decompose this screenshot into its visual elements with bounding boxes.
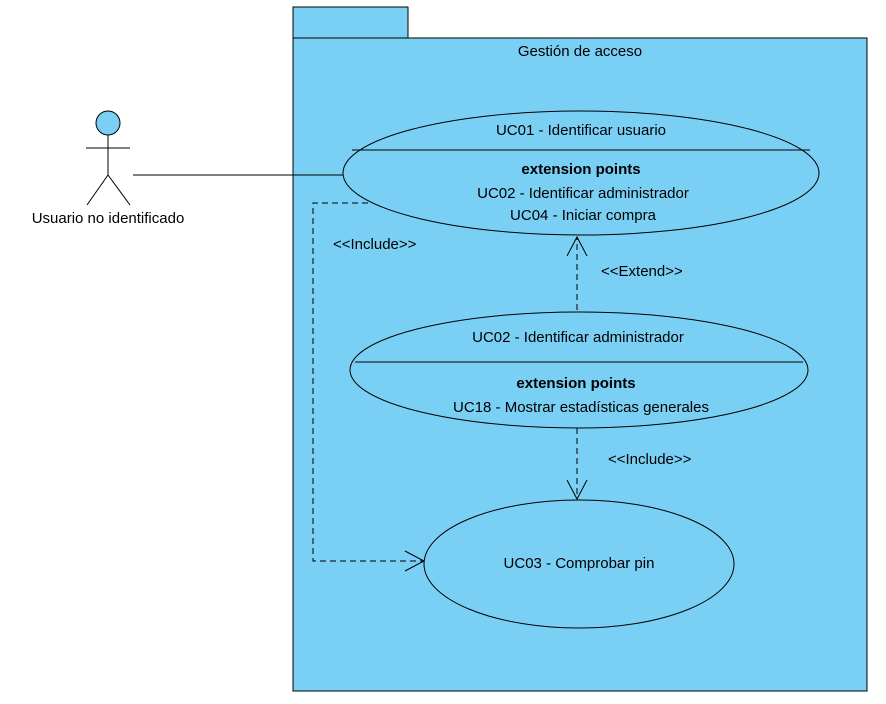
use-case-uc03[interactable]: UC03 - Comprobar pin: [423, 499, 735, 629]
uc02-name: UC02 - Identificar administrador: [472, 329, 684, 346]
extend-label: <<Extend>>: [601, 263, 683, 280]
actor-name: Usuario no identificado: [32, 210, 185, 227]
include-label-left: <<Include>>: [333, 236, 417, 253]
uc01-extension-point: UC04 - Iniciar compra: [510, 207, 657, 224]
extend-arrowhead: [566, 235, 588, 257]
uc03-name: UC03 - Comprobar pin: [504, 555, 655, 572]
include-arrowhead-right: [566, 479, 588, 501]
include-label-right: <<Include>>: [608, 451, 692, 468]
uc02-extension-point: UC18 - Mostrar estadísticas generales: [453, 399, 709, 416]
include-dashed-line: [312, 202, 423, 562]
actor-right-leg: [107, 174, 131, 206]
package-tab: [292, 6, 409, 39]
actor-left-leg: [86, 174, 109, 206]
uc02-extension-points-header: extension points: [516, 375, 635, 392]
uc03-ellipse: [423, 499, 735, 629]
uc01-name: UC01 - Identificar usuario: [496, 122, 666, 139]
package-title: Gestión de acceso: [518, 43, 642, 60]
use-case-uc02[interactable]: UC02 - Identificar administrador extensi…: [349, 311, 809, 429]
actor-usuario-no-identificado[interactable]: Usuario no identificado: [32, 110, 185, 227]
uc01-extension-points-header: extension points: [521, 161, 640, 178]
uc02-ellipse: [349, 311, 809, 429]
uc01-extension-point: UC02 - Identificar administrador: [477, 185, 689, 202]
uc01-ellipse: [342, 110, 820, 236]
include-relation-uc02-uc03[interactable]: <<Include>>: [566, 428, 692, 501]
extend-relation-uc02-uc01[interactable]: <<Extend>>: [566, 235, 683, 310]
use-case-uc01[interactable]: UC01 - Identificar usuario extension poi…: [342, 110, 820, 236]
actor-head-icon: [95, 110, 121, 136]
